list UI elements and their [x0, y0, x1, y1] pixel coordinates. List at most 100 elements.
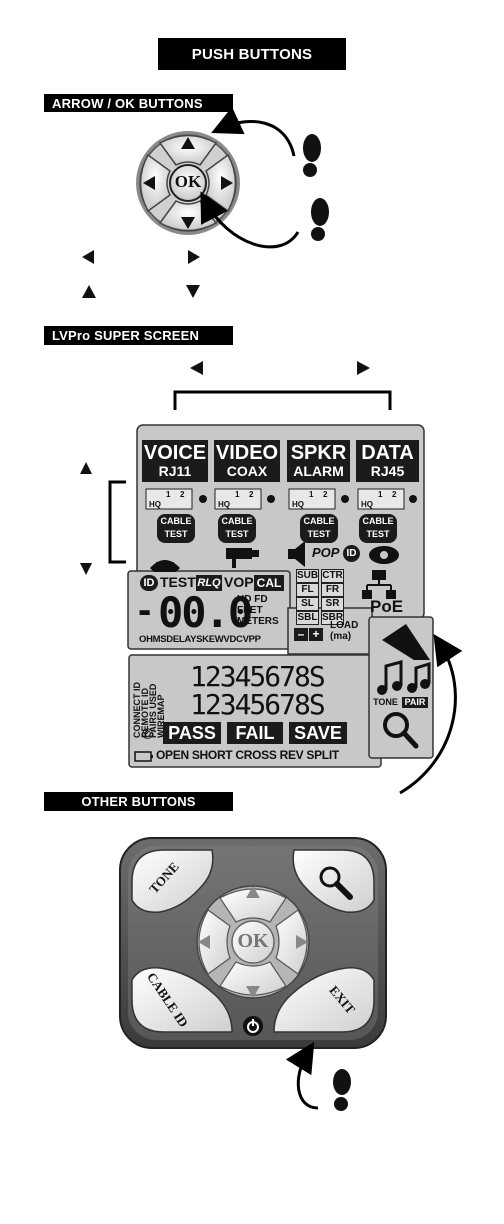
arrow-ok-buttons-header: ARROW / OK BUTTONS — [44, 94, 233, 112]
pair-sr: SR — [321, 597, 344, 611]
ok-key[interactable] — [169, 164, 207, 202]
remote-left-key[interactable] — [198, 909, 231, 975]
pair-fl: FL — [296, 583, 319, 597]
music-note-icon — [377, 660, 431, 695]
telephone-icon — [150, 560, 180, 572]
load-label: LOAD(ma) — [330, 620, 359, 642]
magnifier-icon — [383, 712, 419, 749]
id-badge: ID — [343, 545, 360, 562]
pair-sbl: SBL — [296, 611, 319, 625]
scale-2: 2 — [323, 490, 328, 499]
segment-row-1: 12345678S — [190, 660, 326, 693]
arrow-left-icon — [82, 250, 94, 264]
remote-down-key[interactable] — [219, 961, 287, 996]
arrow-right-icon — [188, 250, 200, 264]
tone-probe-icon — [382, 624, 430, 660]
scale-1: 1 — [378, 490, 383, 499]
pass-indicator: PASS — [163, 722, 221, 744]
signal-gauges — [145, 488, 417, 510]
minus-terminal: – — [294, 628, 308, 641]
minus-sign: - — [138, 588, 152, 632]
copyright-mark: © — [142, 726, 154, 743]
arrow-left-icon — [143, 176, 155, 190]
super-screen-header: LVPro SUPER SCREEN — [44, 326, 233, 345]
pair-sl: SL — [296, 597, 319, 611]
scale-1: 1 — [166, 490, 171, 499]
measure-readout: 00.0 — [158, 588, 253, 637]
arrow-right-icon — [221, 176, 233, 190]
pair-fr: FR — [321, 583, 344, 597]
camera-icon — [226, 548, 259, 568]
arrow-right-icon — [296, 935, 308, 949]
search-button[interactable] — [292, 849, 375, 913]
hq-label: HQ — [149, 500, 161, 509]
scale-2: 2 — [392, 490, 397, 499]
fail-indicator: FAIL — [227, 722, 283, 744]
remote-right-key[interactable] — [275, 909, 308, 975]
tone-indicator: TONE — [372, 697, 399, 708]
hq-label: HQ — [361, 500, 373, 509]
left-key[interactable] — [139, 153, 171, 213]
arrow-left-icon — [190, 361, 203, 375]
test-indicator: TEST — [160, 574, 196, 590]
up-key[interactable] — [158, 134, 218, 166]
arrow-up-icon — [80, 462, 92, 474]
rlq-indicator: RLQ — [196, 575, 222, 591]
pop-label: POP — [312, 545, 340, 560]
remote-ok-label[interactable]: OK — [237, 930, 269, 952]
footprint-icon — [311, 198, 329, 241]
network-icon — [362, 570, 396, 599]
ok-label[interactable]: OK — [174, 172, 202, 191]
pair-sbr: SBR — [321, 611, 344, 625]
hq-label: HQ — [292, 500, 304, 509]
hq-label: HQ — [218, 500, 230, 509]
exit-button[interactable] — [273, 967, 375, 1033]
arrow-left-icon — [198, 935, 210, 949]
cable-id-button[interactable] — [131, 967, 233, 1033]
footprint-icon — [303, 134, 321, 177]
remote-keypad — [119, 837, 387, 1049]
eye-icon — [369, 546, 399, 564]
fault-types: OPEN SHORT CROSS REV SPLIT — [156, 748, 339, 762]
arrow-right-icon — [357, 361, 370, 375]
segment-row-2: 12345678S — [190, 688, 326, 721]
bottom-units: OHMSDELAYSKEWVDCVPP — [139, 634, 261, 645]
remote-up-key[interactable] — [219, 888, 287, 923]
cal-indicator: CAL — [254, 575, 284, 591]
speaker-icon — [288, 541, 305, 567]
arrow-up-icon — [82, 285, 96, 298]
scale-2: 2 — [180, 490, 185, 499]
poe-label: PoE — [370, 597, 404, 616]
footprint-icon — [333, 1069, 351, 1111]
arrow-up-icon — [181, 137, 195, 149]
power-icon[interactable] — [243, 1016, 263, 1036]
pair-ctr: CTR — [321, 569, 344, 583]
scale-1: 1 — [309, 490, 314, 499]
scale-1: 1 — [235, 490, 240, 499]
arrow-down-icon — [246, 986, 260, 998]
pair-indicator: PAIR — [402, 697, 428, 708]
id-indicator: ID — [140, 575, 158, 591]
pair-sub: SUB — [296, 569, 319, 583]
plus-terminal: + — [309, 628, 323, 641]
arrow-up-icon — [246, 886, 260, 898]
arrow-down-icon — [181, 217, 195, 229]
save-indicator: SAVE — [289, 722, 347, 744]
arrow-down-icon — [186, 285, 200, 298]
vop-indicator: VOP — [224, 574, 254, 590]
remote-ok-key[interactable] — [231, 920, 275, 964]
tone-button[interactable] — [131, 849, 214, 913]
other-buttons-header: OTHER BUTTONS — [44, 792, 233, 811]
arrow-down-icon — [80, 563, 92, 575]
push-buttons-header: PUSH BUTTONS — [158, 38, 346, 70]
